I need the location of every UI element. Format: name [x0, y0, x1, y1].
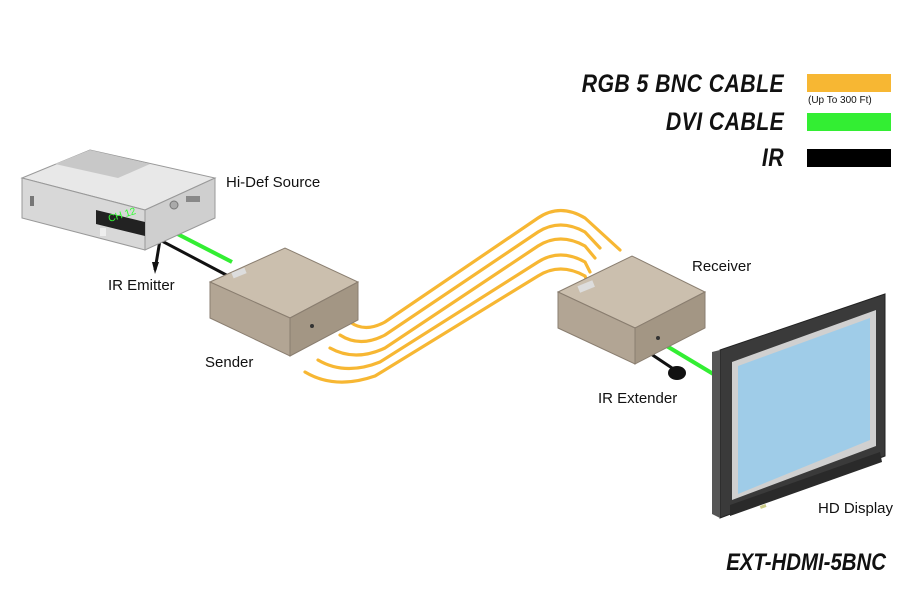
rgb-bnc-cables: [303, 208, 622, 384]
legend-label-rgb: RGB 5 BNC CABLE: [581, 70, 784, 98]
legend-label-ir: IR: [761, 144, 784, 172]
ir-emitter-cable: [153, 237, 233, 280]
model-name: EXT-HDMI-5BNC: [726, 549, 886, 576]
legend-label-dvi: DVI CABLE: [665, 108, 784, 136]
label-ir-extender: IR Extender: [598, 390, 678, 407]
legend-swatch-dvi: [807, 113, 891, 131]
legend-swatch-ir: [807, 149, 891, 167]
hd-display-device: [712, 293, 886, 519]
dvi-cable-display: [663, 343, 722, 380]
sender-box: [208, 247, 360, 357]
receiver-box: [556, 255, 707, 365]
legend-sublabel-rgb: (Up To 300 Ft): [808, 95, 872, 106]
legend-swatch-rgb: [807, 74, 891, 92]
hi-def-source-device: [20, 149, 217, 251]
label-hd-display: HD Display: [818, 500, 894, 517]
label-hi-def-source: Hi-Def Source: [226, 174, 321, 191]
ir-extender-eye: [668, 366, 686, 380]
label-ir-emitter: IR Emitter: [108, 277, 175, 294]
label-sender: Sender: [205, 354, 254, 371]
label-receiver: Receiver: [692, 258, 752, 275]
